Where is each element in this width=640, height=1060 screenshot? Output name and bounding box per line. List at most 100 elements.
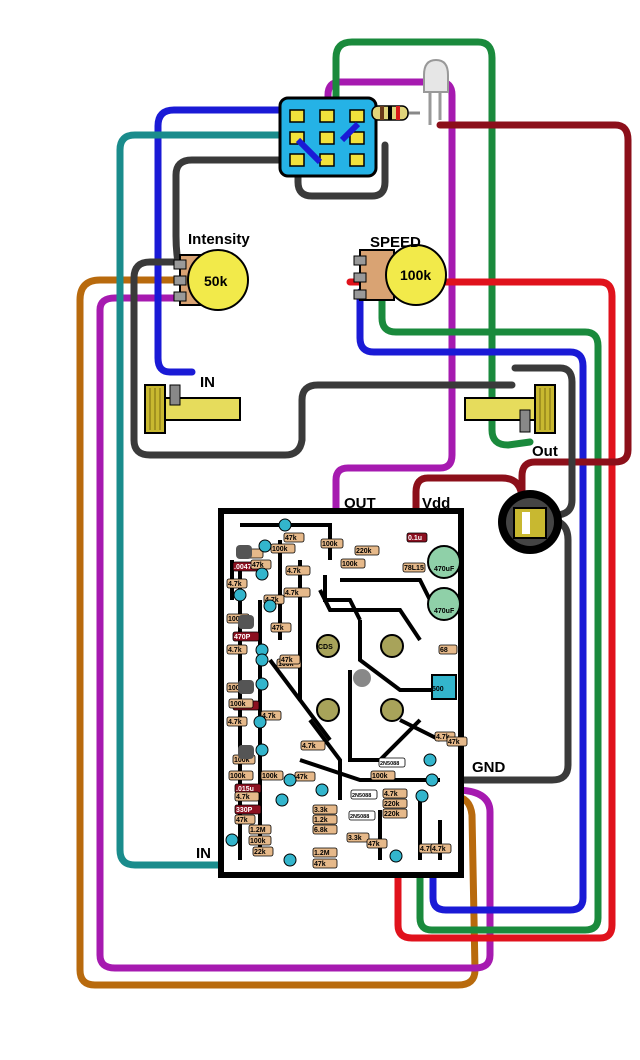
pcb-ceramic-capacitor bbox=[225, 833, 239, 847]
wire-blue-lower bbox=[356, 288, 587, 914]
pcb-part-label: 100k bbox=[272, 546, 288, 553]
pcb-part-label: 2N5088 bbox=[380, 761, 399, 767]
label-pcb-vdd: Vdd bbox=[422, 495, 450, 512]
output-jack[interactable] bbox=[464, 384, 556, 434]
pcb-part-label: 1.2M bbox=[314, 850, 330, 857]
pcb-transistor bbox=[238, 745, 254, 759]
pcb-part-body bbox=[354, 545, 380, 556]
pcb-part-label: 47k bbox=[272, 625, 284, 632]
pcb-part-body bbox=[382, 798, 408, 809]
pcb-part-label: 220k bbox=[384, 811, 400, 818]
pcb-part-r-100k-j: 100k bbox=[228, 698, 254, 709]
wire-blue-top bbox=[154, 106, 322, 376]
pcb-part-r-100k-k: 100k bbox=[320, 538, 344, 549]
pcb-part-body bbox=[283, 532, 305, 543]
pcb-ceramic-capacitor bbox=[258, 539, 272, 553]
pcb-part-q-2n5088-a: 2N5088 bbox=[378, 757, 406, 768]
pcb-part-body bbox=[402, 562, 426, 573]
wire-red bbox=[346, 278, 616, 942]
pcb-part-label: CDS bbox=[318, 644, 333, 651]
pcb-part-body bbox=[312, 858, 338, 869]
label-in-jack: IN bbox=[200, 374, 215, 391]
pcb-part-label: 100k bbox=[372, 773, 388, 780]
pcb-ceramic-capacitor bbox=[233, 588, 247, 602]
pcb-part-r-100k-f: 100k bbox=[248, 835, 272, 846]
pcb-ceramic-capacitor bbox=[283, 853, 297, 867]
pcb-part-r-100k-h: 100k bbox=[370, 770, 396, 781]
pcb-ceramic-capacitor bbox=[255, 653, 269, 667]
diagram-labels: Intensity SPEED IN Out OUT Vdd GND IN 50… bbox=[188, 231, 558, 862]
pcb-ceramic-capacitor bbox=[263, 599, 277, 613]
pcb-part-label: 47k bbox=[448, 739, 460, 746]
pcb-ceramic-capacitor bbox=[315, 783, 329, 797]
pcb-part-label: 3.3k bbox=[348, 835, 362, 842]
pcb-part-r-4k7-b: 4.7k bbox=[285, 565, 311, 576]
pcb-part-r-47k-i: 47k bbox=[366, 838, 388, 849]
pcb-part-r-100k-a: 100k bbox=[270, 543, 296, 554]
wire-grey-gnd-lower bbox=[451, 516, 572, 784]
footswitch-3pdt[interactable] bbox=[278, 96, 378, 178]
wire-darkred bbox=[436, 121, 632, 524]
pcb-part-cap-470uf-b: 470uF bbox=[434, 608, 455, 615]
pcb-part-r-220k-b: 220k bbox=[382, 798, 408, 809]
intensity-pot[interactable] bbox=[173, 249, 249, 311]
pcb-part-cds: CDS bbox=[318, 644, 333, 651]
label-intensity: Intensity bbox=[188, 231, 250, 248]
pcb-part-label: 330P bbox=[236, 807, 253, 814]
pcb-part-label: 4.7k bbox=[432, 846, 446, 853]
pcb-part-c-015u: .015u bbox=[234, 783, 262, 794]
pcb-part-label: 100k bbox=[262, 773, 278, 780]
wire-orange bbox=[76, 276, 479, 989]
pcb-part-body bbox=[285, 565, 311, 576]
pcb-part-label: 78L15 bbox=[404, 565, 424, 572]
pcb-part-r-47k-b: 47k bbox=[250, 559, 272, 570]
pcb-part-c-330p: 330P bbox=[234, 804, 262, 815]
pcb-part-body bbox=[248, 835, 272, 846]
pcb-ceramic-capacitor bbox=[423, 753, 437, 767]
pcb-part-body bbox=[320, 538, 344, 549]
wires bbox=[76, 38, 632, 989]
pcb-part-label: 6.8k bbox=[314, 827, 328, 834]
pcb-part-body bbox=[252, 846, 274, 857]
pcb-part-label: 2N5088 bbox=[350, 814, 369, 820]
pcb-ceramic-capacitor bbox=[255, 677, 269, 691]
wire-teal bbox=[116, 131, 299, 869]
pcb-part-body bbox=[378, 757, 406, 768]
pcb-part-label: 47k bbox=[236, 817, 248, 824]
pcb-part-label: 4.7k bbox=[285, 590, 299, 597]
wire-purple-lower bbox=[96, 294, 494, 972]
pcb-part-c-01u: 0.1u bbox=[406, 532, 428, 543]
pcb-part-body bbox=[226, 578, 248, 589]
dc-power-jack[interactable] bbox=[498, 490, 562, 554]
input-jack[interactable] bbox=[144, 384, 241, 434]
pcb-part-body bbox=[283, 587, 311, 598]
pcb-part-label: 4.7k bbox=[384, 791, 398, 798]
pcb-ceramic-capacitor bbox=[389, 849, 403, 863]
pcb-part-r-4k7-m: 4.7k bbox=[300, 740, 326, 751]
pcb-ceramic-capacitor bbox=[255, 743, 269, 757]
pcb-ceramic-capacitor bbox=[283, 773, 297, 787]
pcb-part-label: 2N5088 bbox=[352, 793, 371, 799]
pcb-part-label: 100k bbox=[322, 541, 338, 548]
speed-pot[interactable] bbox=[353, 244, 447, 306]
label-pcb-gnd: GND bbox=[472, 759, 506, 776]
pcb-part-r-47k-c: 47k bbox=[270, 622, 292, 633]
pcb-part-label: 100k bbox=[230, 773, 246, 780]
pcb-part-body bbox=[346, 832, 370, 843]
pcb-part-label: 68 bbox=[440, 647, 448, 654]
pcb-part-r-47k-a: 47k bbox=[283, 532, 305, 543]
pcb-part-body bbox=[232, 631, 260, 642]
pcb-part-label: 100k bbox=[228, 616, 244, 623]
wire-grey-intensity bbox=[172, 156, 294, 266]
pcb-transistor bbox=[238, 680, 254, 694]
pcb-part-r-1m-a: 1.2M bbox=[248, 824, 272, 835]
pcb-part-body bbox=[234, 814, 256, 825]
pcb-part-body bbox=[382, 808, 408, 819]
pcb-part-r-6k8: 6.8k bbox=[312, 824, 338, 835]
led-indicator bbox=[371, 58, 449, 125]
pcb-part-body bbox=[348, 810, 376, 821]
pcb-part-body bbox=[340, 558, 366, 569]
pcb-part-r-68: 68 bbox=[438, 644, 458, 655]
pcb-part-label: 1.2k bbox=[314, 817, 328, 824]
